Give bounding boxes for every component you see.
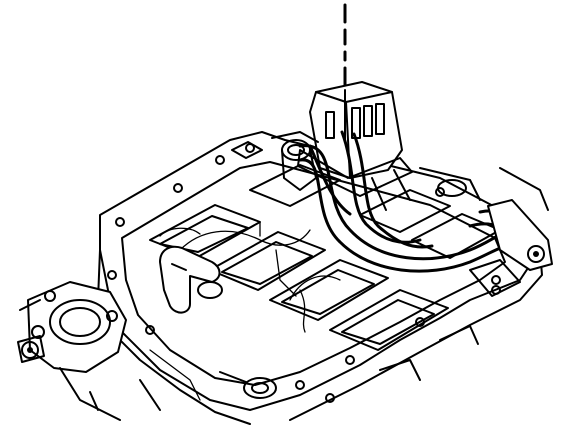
hose-elbow-icon [159, 245, 223, 314]
harness-bracket-icon [469, 199, 553, 297]
coolant-housing [17, 281, 127, 373]
electrical-connector-icon [297, 81, 413, 211]
wiring-harness-icon [298, 130, 532, 273]
engine-block-lower [59, 325, 479, 421]
coolant-outlet-icon [271, 131, 319, 191]
valve-cover-right [419, 167, 549, 211]
intake-runners [149, 164, 501, 351]
injector-wires [159, 227, 341, 333]
